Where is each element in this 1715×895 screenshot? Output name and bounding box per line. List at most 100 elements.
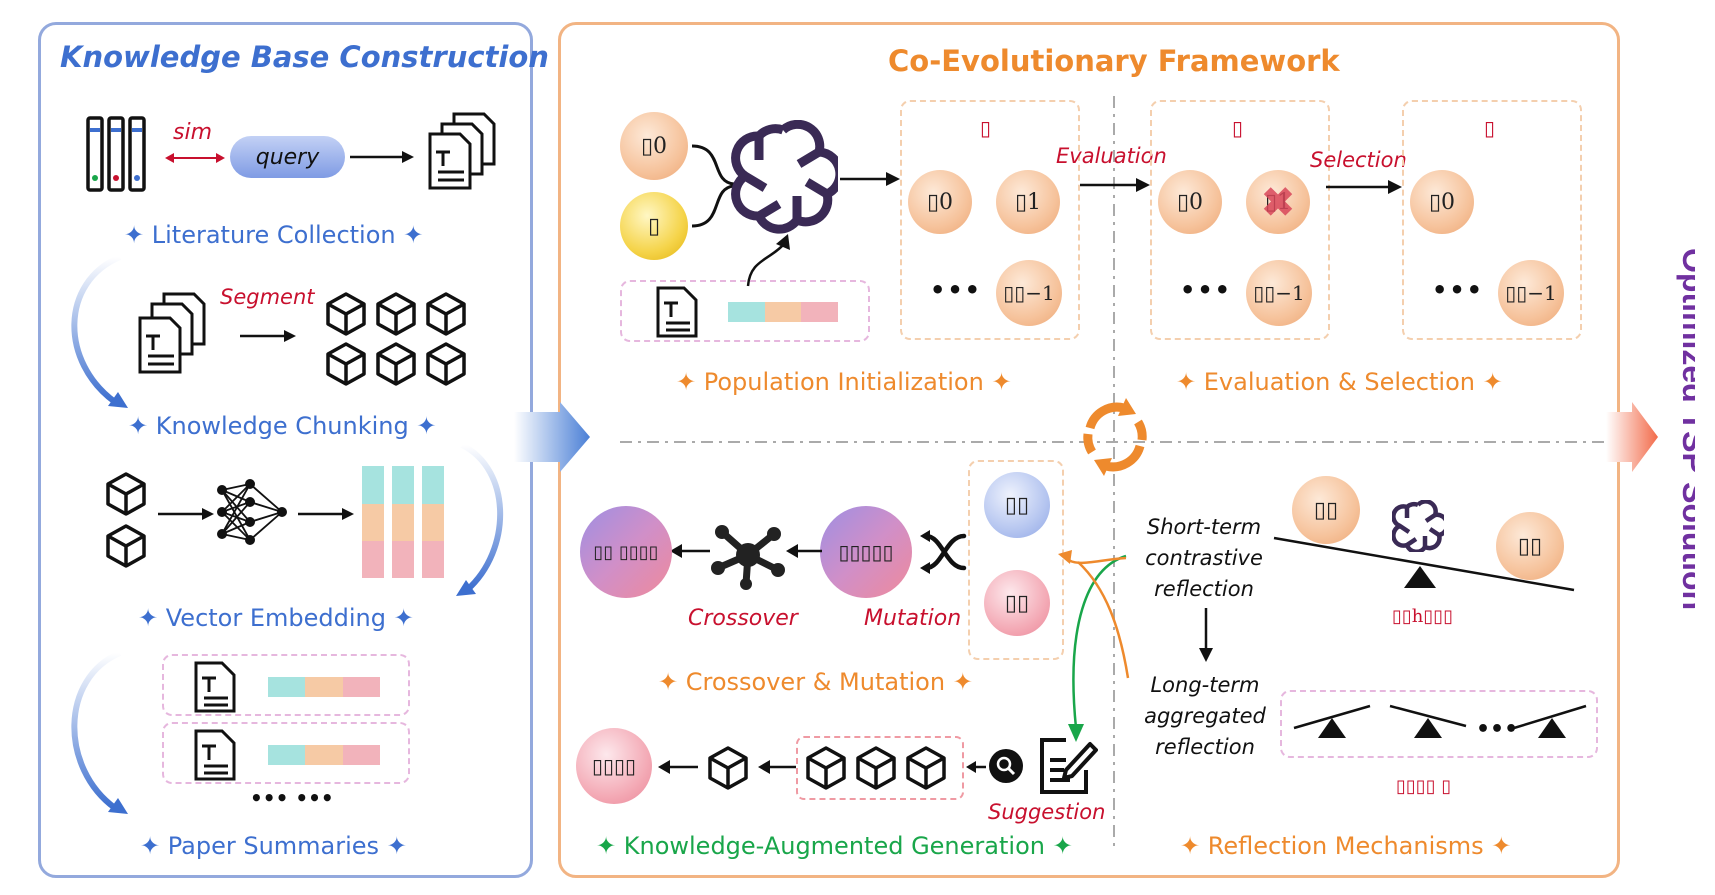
ellipsis: ••• — [1180, 276, 1233, 304]
population-label: ▯ — [1484, 116, 1496, 140]
mutated-solution: ▯▯▯▯▯ — [820, 506, 912, 598]
compared-solution-b: ▯▯ — [1496, 512, 1564, 580]
solution-p0: ▯0 — [1158, 170, 1222, 234]
quadrant-dividers — [620, 96, 1620, 846]
population-initialization-label: ✦ Population Initialization ✦ — [676, 368, 1012, 396]
crossover-mutation-label: ✦ Crossover & Mutation ✦ — [658, 668, 973, 696]
population-label: ▯ — [980, 116, 992, 140]
solution-pn-1: ▯▯−1 — [1498, 260, 1564, 326]
embedding-bar — [362, 466, 384, 578]
arrow-left — [786, 544, 822, 558]
compared-solution-a: ▯▯ — [1292, 476, 1360, 544]
parents-box — [968, 460, 1064, 660]
retrieved-chunks-icons — [806, 746, 946, 790]
population-box — [900, 100, 1080, 340]
arrow-right — [350, 151, 414, 163]
summary-item — [162, 722, 410, 784]
long-term-scales-box — [1280, 690, 1598, 758]
initial-solution-p0: ▯0 — [620, 112, 688, 180]
svg-text:•••: ••• — [1476, 717, 1518, 742]
cube-grid-icon — [326, 292, 466, 386]
document-icon — [194, 661, 236, 713]
query-pill: query — [230, 136, 345, 178]
openai-llm-icon — [1392, 500, 1444, 552]
mutation-label: Mutation — [864, 606, 962, 631]
arrow-right — [1326, 180, 1402, 194]
big-arrow-into-framework — [514, 402, 590, 472]
neural-network-icon — [217, 479, 287, 545]
embedding-bar — [422, 466, 444, 578]
output-arrow — [1606, 402, 1658, 472]
flow-arrow-2 — [456, 442, 504, 596]
crossover-label: Crossover — [688, 606, 798, 631]
balance-scale — [1273, 536, 1575, 592]
ellipsis: ••• — [1432, 276, 1485, 304]
reflection-mechanisms-label: ✦ Reflection Mechanisms ✦ — [1180, 832, 1512, 860]
feedback-arrows — [1058, 550, 1130, 742]
sim-arrow — [165, 153, 225, 163]
crossover-molecule-icon — [711, 525, 785, 590]
summary-ellipsis: ••• ••• — [250, 786, 334, 810]
knowledge-input-box — [620, 280, 870, 342]
document-icon — [194, 729, 236, 781]
summary-item — [162, 654, 410, 716]
flow-arrow-3 — [71, 650, 128, 814]
kag-label: ✦ Knowledge-Augmented Generation ✦ — [596, 832, 1073, 860]
query-label: query — [255, 144, 320, 170]
output-text: Optimized TSP Solution — [1676, 248, 1695, 610]
arrow-down — [1199, 608, 1213, 662]
population-label: ▯ — [1232, 116, 1244, 140]
documents-icon — [138, 292, 206, 374]
solution-p0: ▯0 — [1410, 170, 1474, 234]
chunk-icons — [106, 472, 146, 568]
framework-title: Co-Evolutionary Framework — [888, 44, 1340, 78]
suggestion-label: Suggestion — [988, 800, 1106, 824]
merge-brace — [691, 144, 735, 228]
database-icon — [86, 116, 146, 192]
shuffle-icon — [920, 530, 967, 574]
flow-arrow-1 — [71, 254, 128, 408]
selected-population-box — [1402, 100, 1582, 340]
document-icon — [656, 286, 698, 338]
kag-solution: ▯▯▯▯ — [576, 728, 652, 804]
ellipsis: ••• — [930, 276, 983, 304]
solution-p1: ▯1 — [996, 170, 1060, 234]
cross-icon: ✖ — [1261, 178, 1295, 226]
problem-node: ▯ — [620, 192, 688, 260]
embedding-bar — [392, 466, 414, 578]
knowledge-base-title: Knowledge Base Construction — [60, 40, 549, 74]
retrieved-chunks-box — [796, 736, 964, 800]
summary-vector — [268, 677, 380, 697]
long-term-reflection-label: Long-term aggregated reflection — [1144, 673, 1266, 759]
summary-vector — [268, 745, 380, 765]
sim-label: sim — [173, 120, 213, 145]
arrow-left — [758, 760, 796, 774]
selection-label: Selection — [1310, 148, 1407, 172]
cycle-icon — [1083, 398, 1147, 476]
arrow-right — [240, 330, 296, 342]
evaluation-selection-label: ✦ Evaluation & Selection ✦ — [1176, 368, 1503, 396]
optimized-tsp-solution-label: Optimized TSP Solution — [1676, 248, 1695, 610]
arrow-left — [966, 761, 986, 773]
knowledge-input-arrow — [746, 234, 790, 287]
segment-label: Segment — [220, 285, 315, 309]
documents-icon — [428, 112, 496, 190]
arrow-right — [840, 172, 900, 186]
arrow-left — [670, 544, 710, 558]
short-term-reflection-output: ▯▯h▯▯▯ — [1392, 606, 1454, 627]
solution-p0: ▯0 — [908, 170, 972, 234]
parent-solution-b: ▯▯ — [984, 570, 1050, 636]
solution-pn-1: ▯▯−1 — [996, 260, 1062, 326]
arrow-right — [158, 508, 214, 520]
openai-llm-icon — [731, 120, 838, 234]
vector-embedding-label: ✦ Vector Embedding ✦ — [138, 604, 414, 632]
eliminated-solution-p1: ▯1 ✖ — [1246, 170, 1310, 234]
solution-pn-1: ▯▯−1 — [1246, 260, 1312, 326]
short-term-reflection-label: Short-term contrastive reflection — [1145, 515, 1263, 601]
balance-scales-row: ••• — [1293, 704, 1587, 742]
suggestion-edit-icon — [1040, 738, 1098, 794]
literature-collection-label: ✦ Literature Collection ✦ — [124, 221, 424, 249]
chunk-icon — [708, 746, 748, 790]
arrow-left — [658, 760, 698, 774]
evaluation-label: Evaluation — [1056, 144, 1167, 168]
